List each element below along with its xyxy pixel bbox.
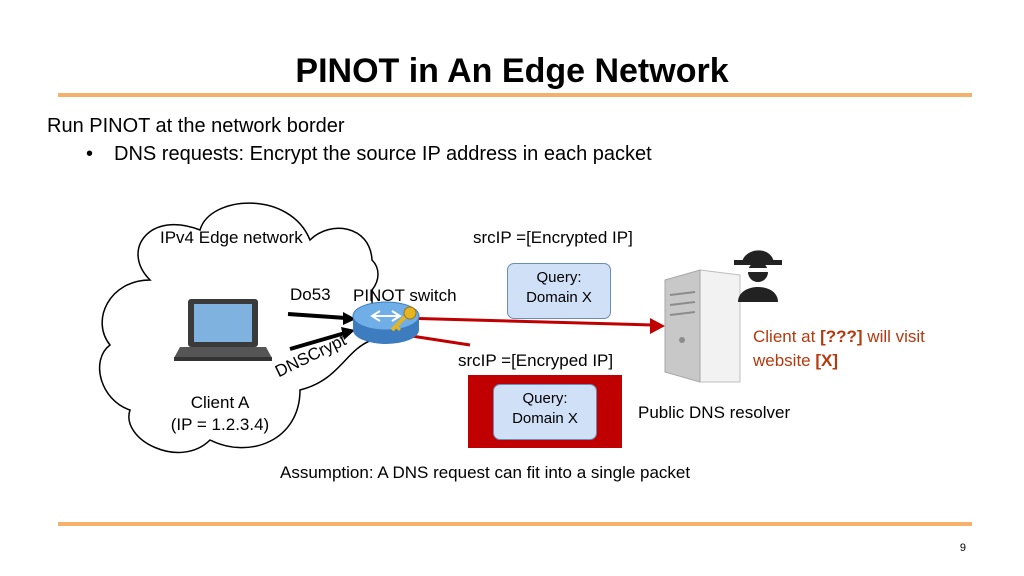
note-site: [X]: [815, 351, 839, 370]
bullet-main: Run PINOT at the network border: [47, 115, 345, 137]
footer-divider: [58, 522, 972, 526]
srcip-top-label: srcIP =[Encrypted IP]: [473, 228, 633, 247]
query-top-line1: Query:: [536, 269, 582, 286]
client-ip: (IP = 1.2.3.4): [170, 415, 270, 434]
srcip-bottom-label: srcIP =[Encryped IP]: [458, 351, 614, 370]
attacker-note: Client at [???] will visit website [X]: [753, 325, 933, 373]
do53-label: Do53: [290, 285, 331, 304]
spy-icon: [734, 250, 782, 302]
note-prefix: Client at: [753, 327, 821, 346]
query-top-line2: Domain X: [526, 289, 592, 306]
query-box-top: Query: Domain X: [507, 263, 611, 319]
client-name: Client A: [190, 393, 250, 412]
note-mid: will visit website: [753, 327, 925, 370]
assumption-text: Assumption: A DNS request can fit into a…: [280, 463, 691, 482]
server-icon: [664, 269, 741, 383]
key-icon: [390, 306, 417, 332]
client-label: Client A (IP = 1.2.3.4): [0, 392, 440, 436]
page-number: 9: [959, 542, 966, 554]
laptop-icon: [174, 299, 272, 361]
resolver-label: Public DNS resolver: [638, 403, 791, 422]
query-bottom-line1: Query:: [522, 390, 568, 407]
bullet-sub-text: DNS requests: Encrypt the source IP addr…: [114, 143, 652, 165]
query-box-bottom: Query: Domain X: [493, 384, 597, 440]
slide-title: PINOT in An Edge Network: [295, 52, 729, 90]
router-icon: [352, 301, 420, 344]
edge-network-label: IPv4 Edge network: [160, 228, 303, 247]
title-divider: [58, 93, 972, 97]
pinot-switch-label: PINOT switch: [353, 286, 457, 305]
note-hidden-ip: [???]: [820, 327, 863, 346]
query-bottom-line2: Domain X: [512, 410, 578, 427]
bullet-sub: •DNS requests: Encrypt the source IP add…: [86, 143, 652, 165]
